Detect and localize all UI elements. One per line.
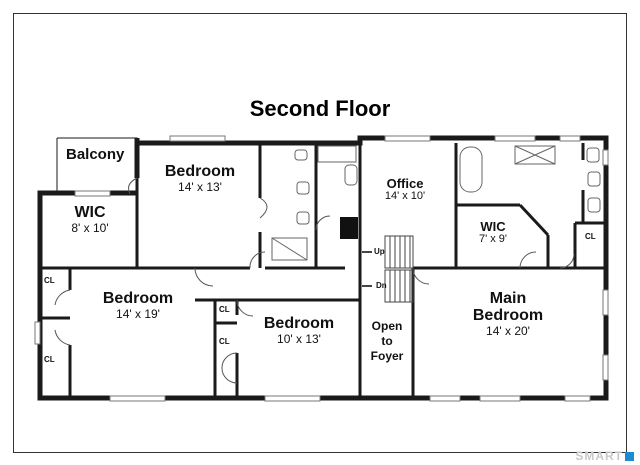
room-wic-right: WIC 7' x 9' (470, 220, 516, 245)
room-name: Bedroom (263, 315, 335, 332)
room-bedroom-left: Bedroom 14' x 19' (93, 290, 183, 321)
stairs (362, 235, 414, 303)
room-main-bedroom: Main Bedroom 14' x 20' (463, 290, 553, 338)
room-name: Bedroom (164, 163, 236, 180)
closet-label: CL (44, 355, 55, 364)
room-office: Office 14' x 10' (373, 177, 437, 202)
room-size: 14' x 10' (384, 189, 426, 202)
room-name: WIC (74, 204, 106, 221)
closet-label: CL (219, 337, 230, 346)
room-name: Office (386, 176, 424, 191)
balcony-outline (57, 137, 138, 178)
room-open-to-foyer: Open to Foyer (363, 319, 411, 364)
room-size: 10' x 13' (277, 331, 321, 346)
room-bedroom-mid: Bedroom 10' x 13' (254, 315, 344, 346)
brand-watermark: SMART (575, 449, 634, 463)
room-name-line-2: Bedroom (472, 306, 544, 324)
door-swings (54, 177, 575, 384)
room-size: 14' x 19' (116, 306, 160, 321)
chimney (340, 217, 358, 239)
foyer-line-2: to (381, 334, 393, 348)
room-wic-left: WIC 8' x 10' (60, 204, 120, 235)
bathroom-fixtures (271, 145, 601, 261)
windows (34, 135, 609, 402)
brand-mark-icon (625, 452, 634, 461)
stairs-up-label: Up (374, 247, 385, 256)
foyer-line-3: Foyer (370, 349, 404, 363)
drawing-frame (13, 13, 627, 453)
room-size: 14' x 13' (178, 179, 222, 194)
room-name: WIC (480, 219, 506, 234)
stairs-down-label: Dn (376, 281, 387, 290)
room-size: 7' x 9' (478, 232, 508, 245)
room-label-balcony: Balcony (66, 146, 125, 163)
room-size: 14' x 20' (486, 323, 530, 338)
room-name: Bedroom (102, 290, 174, 307)
foyer-line-1: Open (371, 319, 403, 333)
room-name-line-1: Main (489, 290, 527, 307)
room-bedroom-top: Bedroom 14' x 13' (155, 163, 245, 194)
closet-label: CL (44, 276, 55, 285)
interior-walls (40, 143, 606, 398)
floor-title: Second Floor (249, 96, 391, 121)
room-size: 8' x 10' (71, 220, 109, 235)
closet-label: CL (585, 232, 596, 241)
closet-label: CL (219, 305, 230, 314)
brand-text: SMART (575, 449, 623, 463)
